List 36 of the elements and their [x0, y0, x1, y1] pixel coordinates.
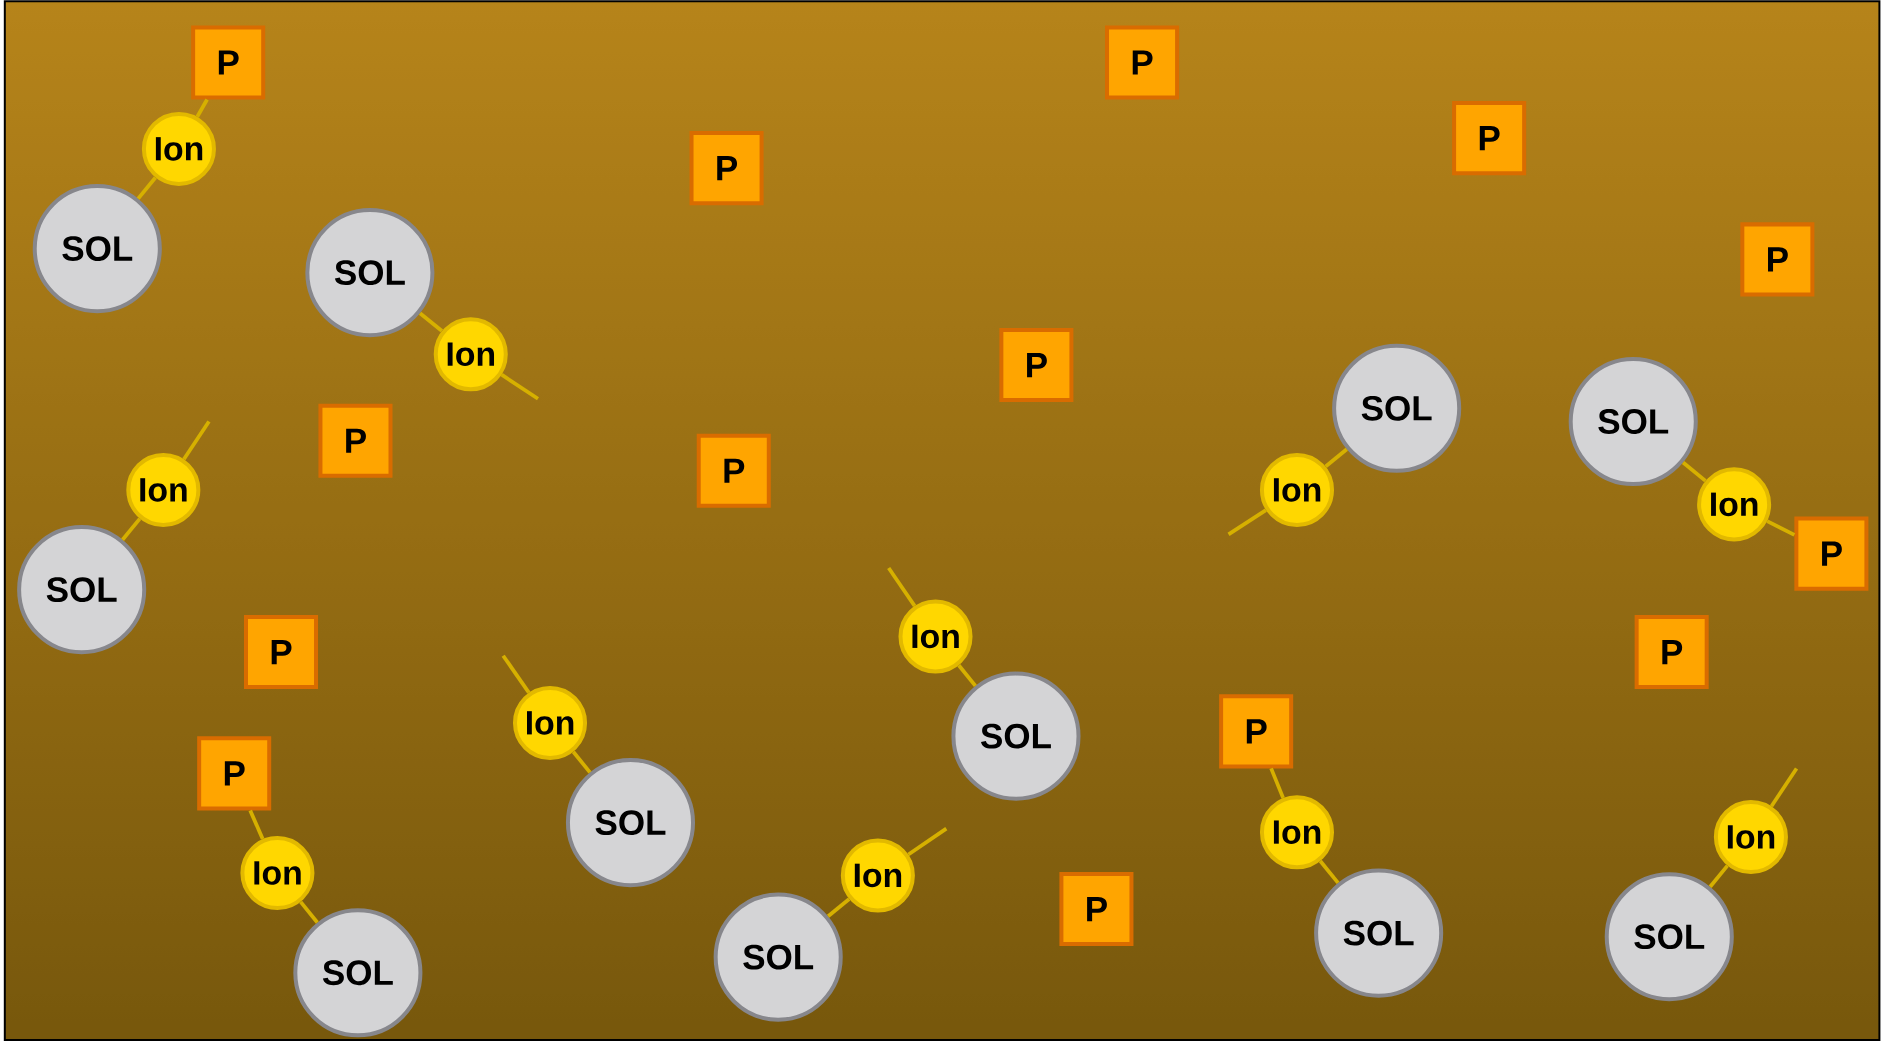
connector-line [248, 809, 265, 841]
square-box: P [1452, 101, 1527, 176]
connector-line [501, 654, 531, 694]
square-box: P [191, 25, 266, 100]
square-box: P [999, 328, 1074, 403]
connector-line [299, 900, 319, 924]
connector-line [121, 517, 142, 542]
square-box: P [1105, 25, 1180, 100]
connector-line [500, 373, 540, 401]
square-box: P [1219, 694, 1294, 769]
square-box: P [1634, 615, 1709, 690]
connector-line [907, 827, 948, 857]
square-box: P [1794, 516, 1869, 591]
connector-line [887, 567, 917, 608]
connector-line [826, 897, 851, 918]
connector-line [1681, 461, 1707, 483]
connector-line [1769, 767, 1799, 808]
connector-line [571, 750, 592, 774]
connector-line [136, 176, 157, 201]
connector-line [418, 311, 444, 333]
square-box: P [1059, 872, 1134, 947]
square-box: P [1740, 222, 1815, 297]
connector-line [1324, 447, 1348, 469]
connector-line [1227, 508, 1267, 537]
connector-line [1766, 519, 1796, 537]
connector-line [1269, 767, 1285, 799]
connector-line [195, 98, 209, 118]
square-box: P [197, 736, 272, 811]
square-box: P [244, 615, 319, 690]
connector-line [182, 420, 211, 461]
connector-line [957, 664, 977, 688]
square-box: P [318, 403, 393, 478]
square-box: P [696, 433, 771, 508]
square-box: P [689, 131, 764, 206]
connector-line [1318, 860, 1340, 885]
connector-line [1708, 864, 1729, 889]
